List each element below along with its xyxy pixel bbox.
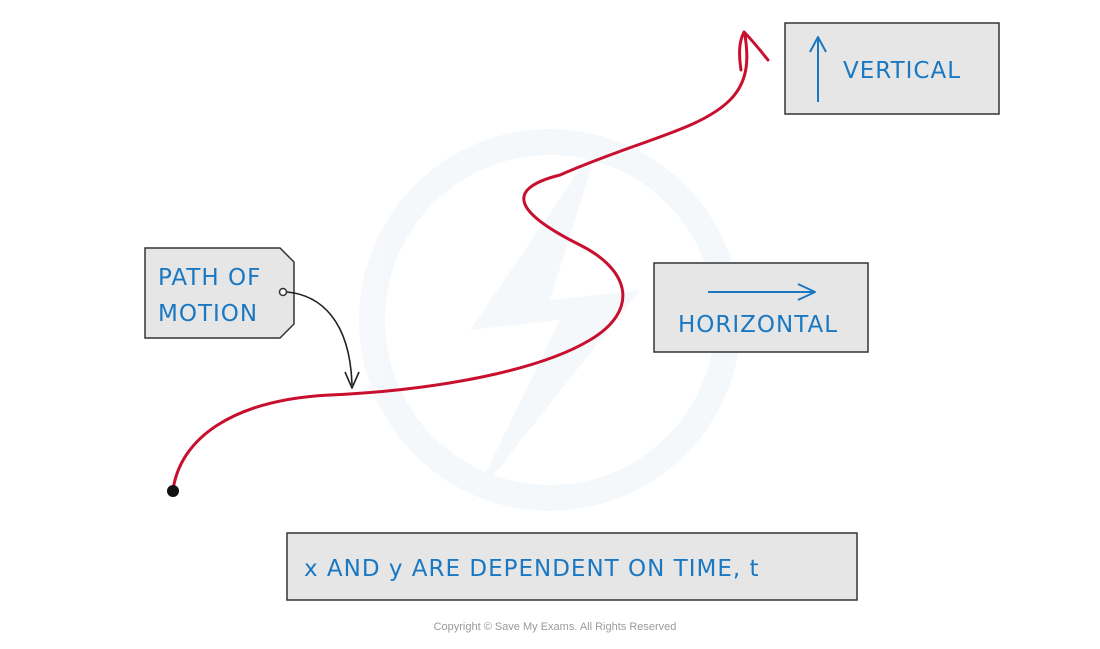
vertical-label: VERTICAL	[843, 58, 961, 84]
up-arrowhead	[809, 36, 827, 53]
path-label-line1: PATH OF	[158, 265, 261, 291]
right-arrowhead	[797, 283, 816, 301]
tag-hole-icon	[278, 287, 288, 297]
dependency-caption-box: x AND y ARE DEPENDENT ON TIME, t	[286, 532, 858, 601]
horizontal-box: HORIZONTAL	[653, 262, 869, 353]
tag-pointer-arrow	[286, 291, 353, 386]
dependency-caption: x AND y ARE DEPENDENT ON TIME, t	[304, 556, 760, 582]
vertical-box: VERTICAL	[784, 22, 1000, 115]
motion-path	[171, 33, 749, 492]
tag-pointer-arrowhead	[344, 371, 360, 389]
path-label-line2: MOTION	[158, 301, 258, 327]
copyright-text: Copyright © Save My Exams. All Rights Re…	[434, 621, 677, 633]
path-of-motion-tag: PATH OF MOTION	[144, 247, 295, 339]
horizontal-label: HORIZONTAL	[678, 312, 838, 338]
start-point	[167, 485, 179, 497]
motion-path-arrowhead	[738, 30, 770, 72]
